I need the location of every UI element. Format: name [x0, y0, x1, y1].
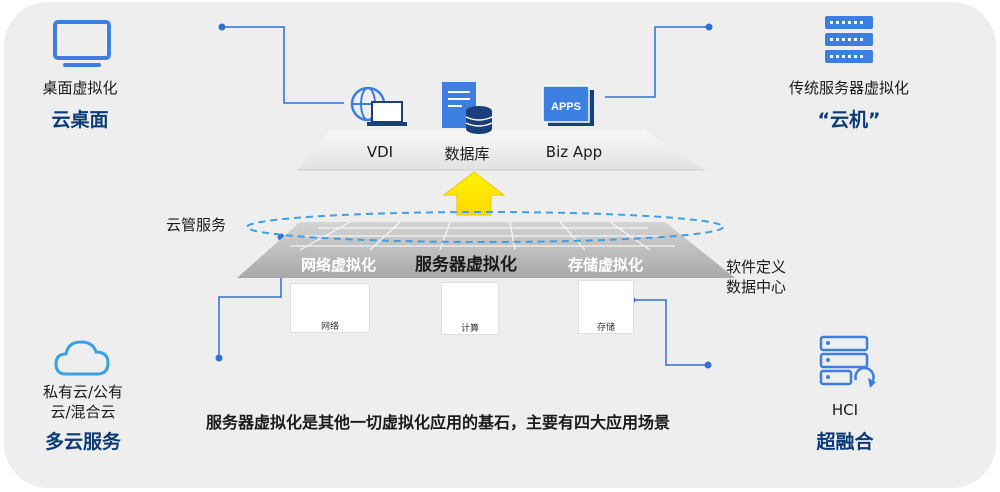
resource-label-network: 网络 — [320, 322, 339, 332]
platform-network-label: 网络虚拟化 — [301, 256, 377, 274]
app-label-vdi: VDI — [366, 143, 394, 161]
connector-server — [605, 26, 709, 98]
footer-caption: 服务器虚拟化是其他一切虚拟化应用的基石，主要有四大应用场景 — [206, 413, 671, 432]
sddc-label-line1: 软件定义 — [726, 258, 787, 276]
vdi-globe-laptop-icon — [350, 86, 407, 126]
platform-storage-label: 存储虚拟化 — [568, 256, 644, 274]
hci-label: HCI — [831, 401, 859, 419]
multicloud-label-line1: 私有云/公有 — [42, 383, 124, 401]
svg-text:APPS: APPS — [551, 101, 581, 113]
resource-tile-network: 网络 — [290, 283, 370, 333]
database-icon — [442, 82, 493, 134]
cloud-desktop-title: 云桌面 — [51, 109, 109, 131]
monitor-icon — [53, 20, 111, 67]
server-rack-icon — [825, 16, 873, 63]
platform-server-label: 服务器虚拟化 — [415, 255, 517, 275]
resource-label-compute: 计算 — [460, 324, 479, 334]
up-arrow — [442, 171, 506, 216]
resource-tile-storage: 存储 — [578, 280, 634, 334]
desktop-virtualization-label: 桌面虚拟化 — [42, 79, 118, 97]
server-virtualization-label: 传统服务器虚拟化 — [788, 79, 910, 97]
app-label-bizapp: Biz App — [545, 143, 603, 161]
sddc-label-line2: 数据中心 — [726, 278, 787, 296]
cloud-machine-title: “云机” — [817, 109, 881, 131]
app-tier-surface — [297, 130, 705, 170]
hyperconverged-title: 超融合 — [816, 431, 874, 453]
cloud-mgmt-label: 云管服务 — [166, 216, 227, 234]
multicloud-label-line2: 云/混合云 — [50, 403, 116, 421]
hci-server-icon — [819, 335, 876, 388]
cloud-mgmt-ring — [246, 211, 724, 243]
platform-grid — [290, 221, 675, 251]
cloud-icon — [54, 340, 110, 376]
connector-desktop — [222, 26, 344, 104]
apps-icon: APPS — [542, 85, 594, 126]
resource-label-storage: 存储 — [596, 323, 615, 333]
app-label-database: 数据库 — [444, 145, 490, 163]
connector-hci — [632, 299, 708, 366]
resource-tile-compute: 计算 — [441, 282, 499, 335]
multicloud-title: 多云服务 — [44, 431, 122, 453]
